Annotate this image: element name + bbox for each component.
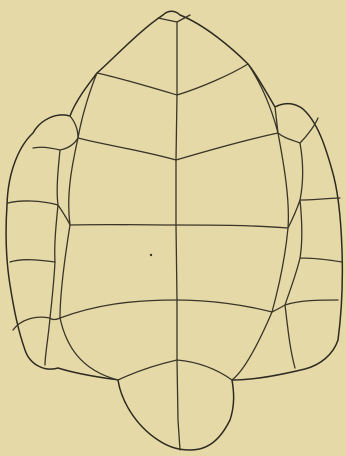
right-marginal-boundary [272, 107, 342, 312]
stray-dot [150, 254, 152, 256]
midline-seam [176, 22, 180, 450]
vertebral-seam-3 [70, 225, 288, 228]
left-costal-boundary [60, 73, 118, 380]
left-marginal-tick-lower [45, 318, 50, 365]
vertebral-seam-4-right [177, 300, 272, 312]
vertebral-seam-1-right [177, 64, 248, 95]
vertebral-seam-4-left [60, 300, 177, 318]
right-marginal-tick-lower [285, 305, 295, 368]
left-marginal-tick-upper [33, 147, 60, 150]
shell-outline [6, 11, 342, 450]
nuchal-seam-left [158, 18, 177, 22]
right-costal-boundary [232, 64, 288, 380]
left-marginal-boundary [8, 116, 78, 330]
vertebral-seam-1-left [97, 73, 177, 95]
vertebral-seam-2-right [176, 133, 278, 160]
vertebral-seam-5 [118, 360, 232, 380]
right-marginal-tick-upper [300, 118, 318, 143]
vertebral-seam-2-left [78, 138, 176, 160]
